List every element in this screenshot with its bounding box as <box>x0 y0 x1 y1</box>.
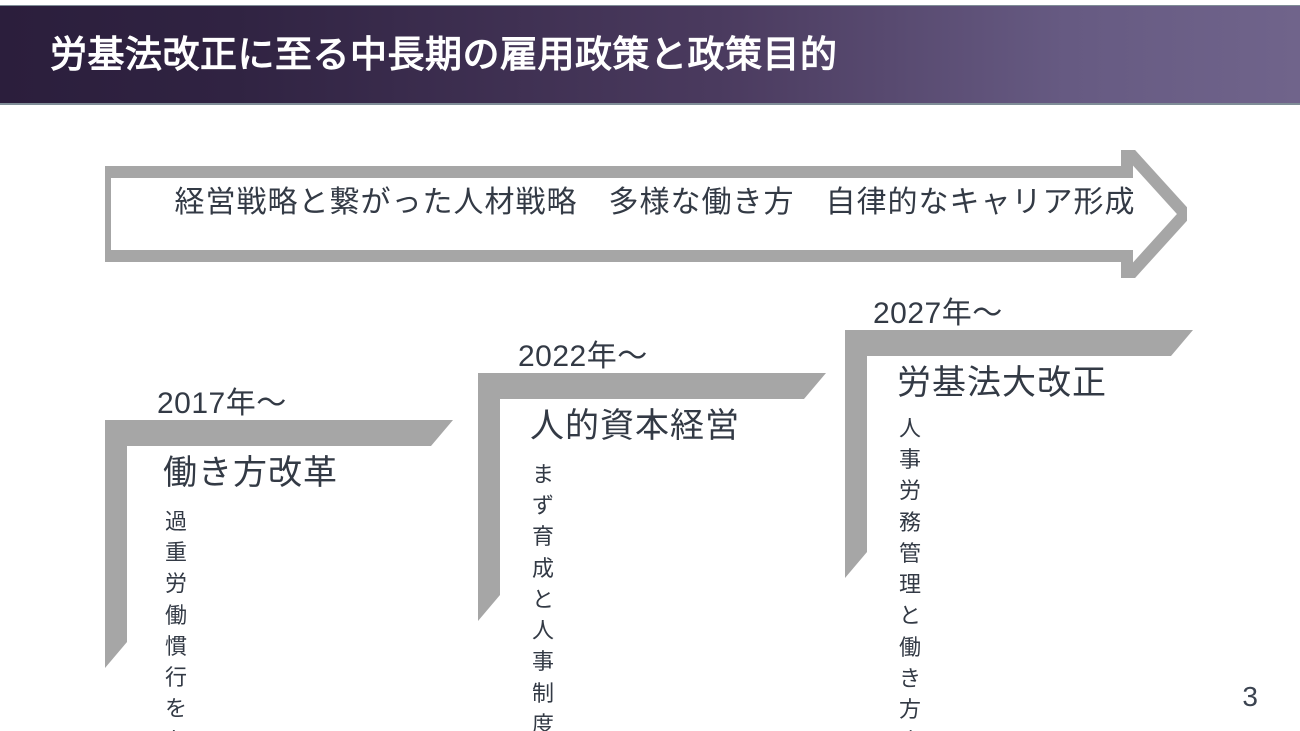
timeline-step-title: 人的資本経営 <box>530 407 740 445</box>
timeline-step-year: 2027年〜 <box>873 297 1003 330</box>
policy-direction-arrow: 経営戦略と繋がった人材戦略 多様な働き方 自律的なキャリア形成 <box>105 150 1187 278</box>
corner-bracket-icon <box>845 330 1193 578</box>
timeline-step-description: 過重労働慣行をなく し戦略的な人事施策 が可能な状態にする <box>165 509 188 731</box>
timeline-step-description: まず育成と人事制度 と配置から戦略的な 人事施策を実行する <box>532 462 555 731</box>
corner-bracket-icon <box>478 373 826 621</box>
policy-direction-label: 経営戦略と繋がった人材戦略 多様な働き方 自律的なキャリア形成 <box>174 186 1136 219</box>
page-title: 労基法改正に至る中長期の雇用政策と政策目的 <box>50 34 838 75</box>
timeline-step-title: 労基法大改正 <box>897 364 1107 402</box>
timeline-step-description: 人事労務管理と働き 方まで一貫した戦略 と価値創造を徹底 <box>899 416 922 731</box>
timeline-step-bracket <box>105 420 455 668</box>
corner-bracket-icon <box>105 420 453 668</box>
arrow-shape-icon <box>105 150 1187 278</box>
page-number: 3 <box>1242 681 1258 712</box>
timeline-step-bracket <box>845 330 1195 578</box>
slide-title-band: 労基法改正に至る中長期の雇用政策と政策目的 <box>0 5 1300 105</box>
timeline-step-bracket <box>478 373 828 621</box>
timeline-step-year: 2022年〜 <box>518 340 648 373</box>
timeline-step-year: 2017年〜 <box>157 387 287 420</box>
timeline-step-title: 働き方改革 <box>163 454 338 492</box>
